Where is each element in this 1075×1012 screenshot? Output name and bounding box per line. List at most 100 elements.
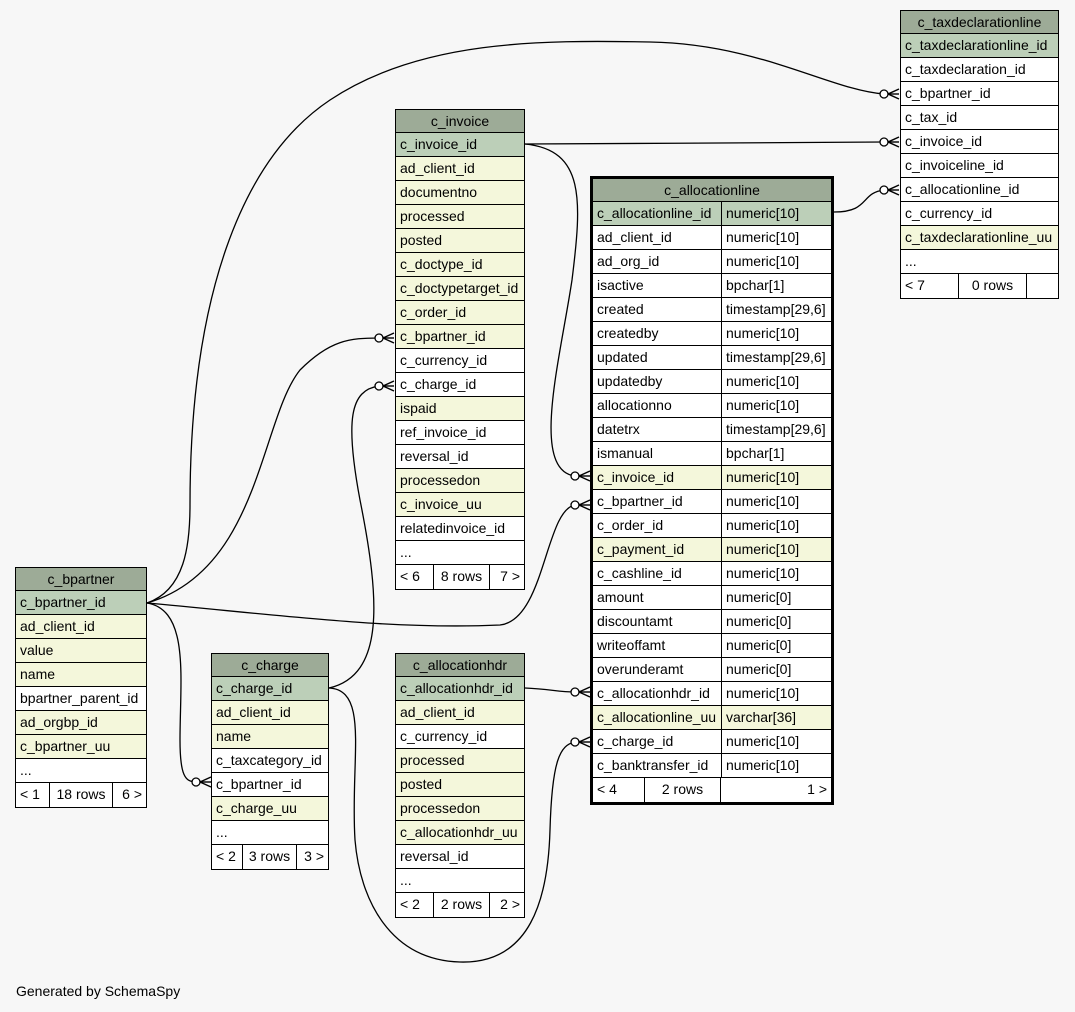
row-count: 8 rows [434, 565, 490, 589]
column-row: c_doctypetarget_id [396, 277, 524, 301]
table-title[interactable]: c_bpartner [16, 568, 146, 591]
children-link[interactable]: 3 > [304, 848, 324, 864]
column-type: numeric[10] [726, 397, 800, 413]
column-row: c_bpartner_id [212, 773, 328, 797]
children-link[interactable]: 2 > [500, 896, 520, 912]
column-name: c_allocationhdr_id [400, 680, 513, 696]
column-name: ispaid [400, 400, 437, 416]
column-name: c_invoice_uu [400, 496, 482, 512]
column-name: ad_orgbp_id [20, 714, 98, 730]
column-type: numeric[10] [726, 229, 800, 245]
column-row: c_tax_id [901, 106, 1058, 130]
column-row: c_bpartner_id [396, 325, 524, 349]
column-row: ... [16, 759, 146, 783]
zero-or-many-marker [570, 499, 591, 511]
column-name: allocationno [593, 394, 722, 417]
zero-or-many-marker [879, 184, 900, 196]
edge-bpartner-invoice [146, 337, 380, 604]
column-type: numeric[0] [726, 661, 792, 677]
column-type: numeric[10] [726, 253, 800, 269]
edge-allocationline-taxdeclarationline [833, 189, 885, 213]
column-name: ad_client_id [20, 618, 95, 634]
column-type: numeric[10] [726, 733, 800, 749]
parents-link[interactable]: < 4 [593, 778, 645, 802]
column-name: c_currency_id [400, 728, 488, 744]
column-name: ... [400, 872, 412, 888]
column-row: c_allocationline_id [901, 178, 1058, 202]
zero-or-many-marker [570, 686, 591, 698]
column-type: numeric[10] [726, 757, 800, 773]
column-name: c_taxdeclarationline_uu [905, 229, 1053, 245]
column-row: ... [212, 821, 328, 845]
column-row: relatedinvoice_id [396, 517, 524, 541]
children-link[interactable] [1027, 274, 1058, 298]
children-link[interactable]: 7 > [500, 568, 520, 584]
column-name: processed [400, 208, 465, 224]
table-title[interactable]: c_allocationline [593, 179, 831, 202]
parents-link[interactable]: < 2 [396, 893, 434, 917]
column-name: c_doctype_id [400, 256, 483, 272]
children-link[interactable]: 6 > [122, 786, 142, 802]
table-title[interactable]: c_taxdeclarationline [901, 11, 1058, 34]
children-link[interactable]: 1 > [807, 781, 827, 797]
column-name: c_bpartner_id [20, 594, 106, 610]
column-row: posted [396, 773, 524, 797]
column-row: c_currency_id [396, 725, 524, 749]
column-name: ... [216, 824, 228, 840]
column-name: c_bpartner_uu [20, 738, 111, 754]
column-row: c_bpartner_id [16, 591, 146, 615]
column-row: processedon [396, 797, 524, 821]
column-name: processedon [400, 472, 481, 488]
column-name: reversal_id [400, 848, 469, 864]
column-name: bpartner_parent_id [20, 690, 139, 706]
column-name: c_allocationline_id [593, 202, 722, 225]
table-title[interactable]: c_charge [212, 654, 328, 677]
column-row: c_invoice_id [901, 130, 1058, 154]
column-row: ... [901, 250, 1058, 274]
column-name: c_order_id [593, 514, 722, 537]
column-row: ... [396, 869, 524, 893]
column-name: c_bpartner_id [593, 490, 722, 513]
column-name: c_doctypetarget_id [400, 280, 519, 296]
column-name: posted [400, 776, 443, 792]
column-name: c_taxdeclaration_id [905, 61, 1026, 77]
column-type: timestamp[29,6] [726, 349, 826, 365]
column-type: numeric[10] [726, 373, 800, 389]
row-count: 18 rows [50, 783, 113, 807]
column-name: updatedby [593, 370, 722, 393]
parents-link[interactable]: < 7 [901, 274, 959, 298]
column-row: processedon [396, 469, 524, 493]
table-title[interactable]: c_allocationhdr [396, 654, 524, 677]
table-title[interactable]: c_invoice [396, 110, 524, 133]
parents-link[interactable]: < 6 [396, 565, 434, 589]
column-name: c_charge_id [400, 376, 477, 392]
column-name: reversal_id [400, 448, 469, 464]
column-name: ... [20, 762, 32, 778]
column-row: ad_client_id [396, 701, 524, 725]
column-name: c_invoice_id [400, 136, 478, 152]
parents-link[interactable]: < 2 [212, 845, 243, 869]
column-row: c_order_id [396, 301, 524, 325]
column-name: c_banktransfer_id [593, 754, 722, 777]
column-name: c_invoiceline_id [905, 157, 1004, 173]
parents-link[interactable]: < 1 [16, 783, 50, 807]
column-type: timestamp[29,6] [726, 301, 826, 317]
column-row: c_invoice_uu [396, 493, 524, 517]
column-row: c_doctype_id [396, 253, 524, 277]
column-row: c_invoice_id [396, 133, 524, 157]
column-name: c_charge_id [216, 680, 293, 696]
